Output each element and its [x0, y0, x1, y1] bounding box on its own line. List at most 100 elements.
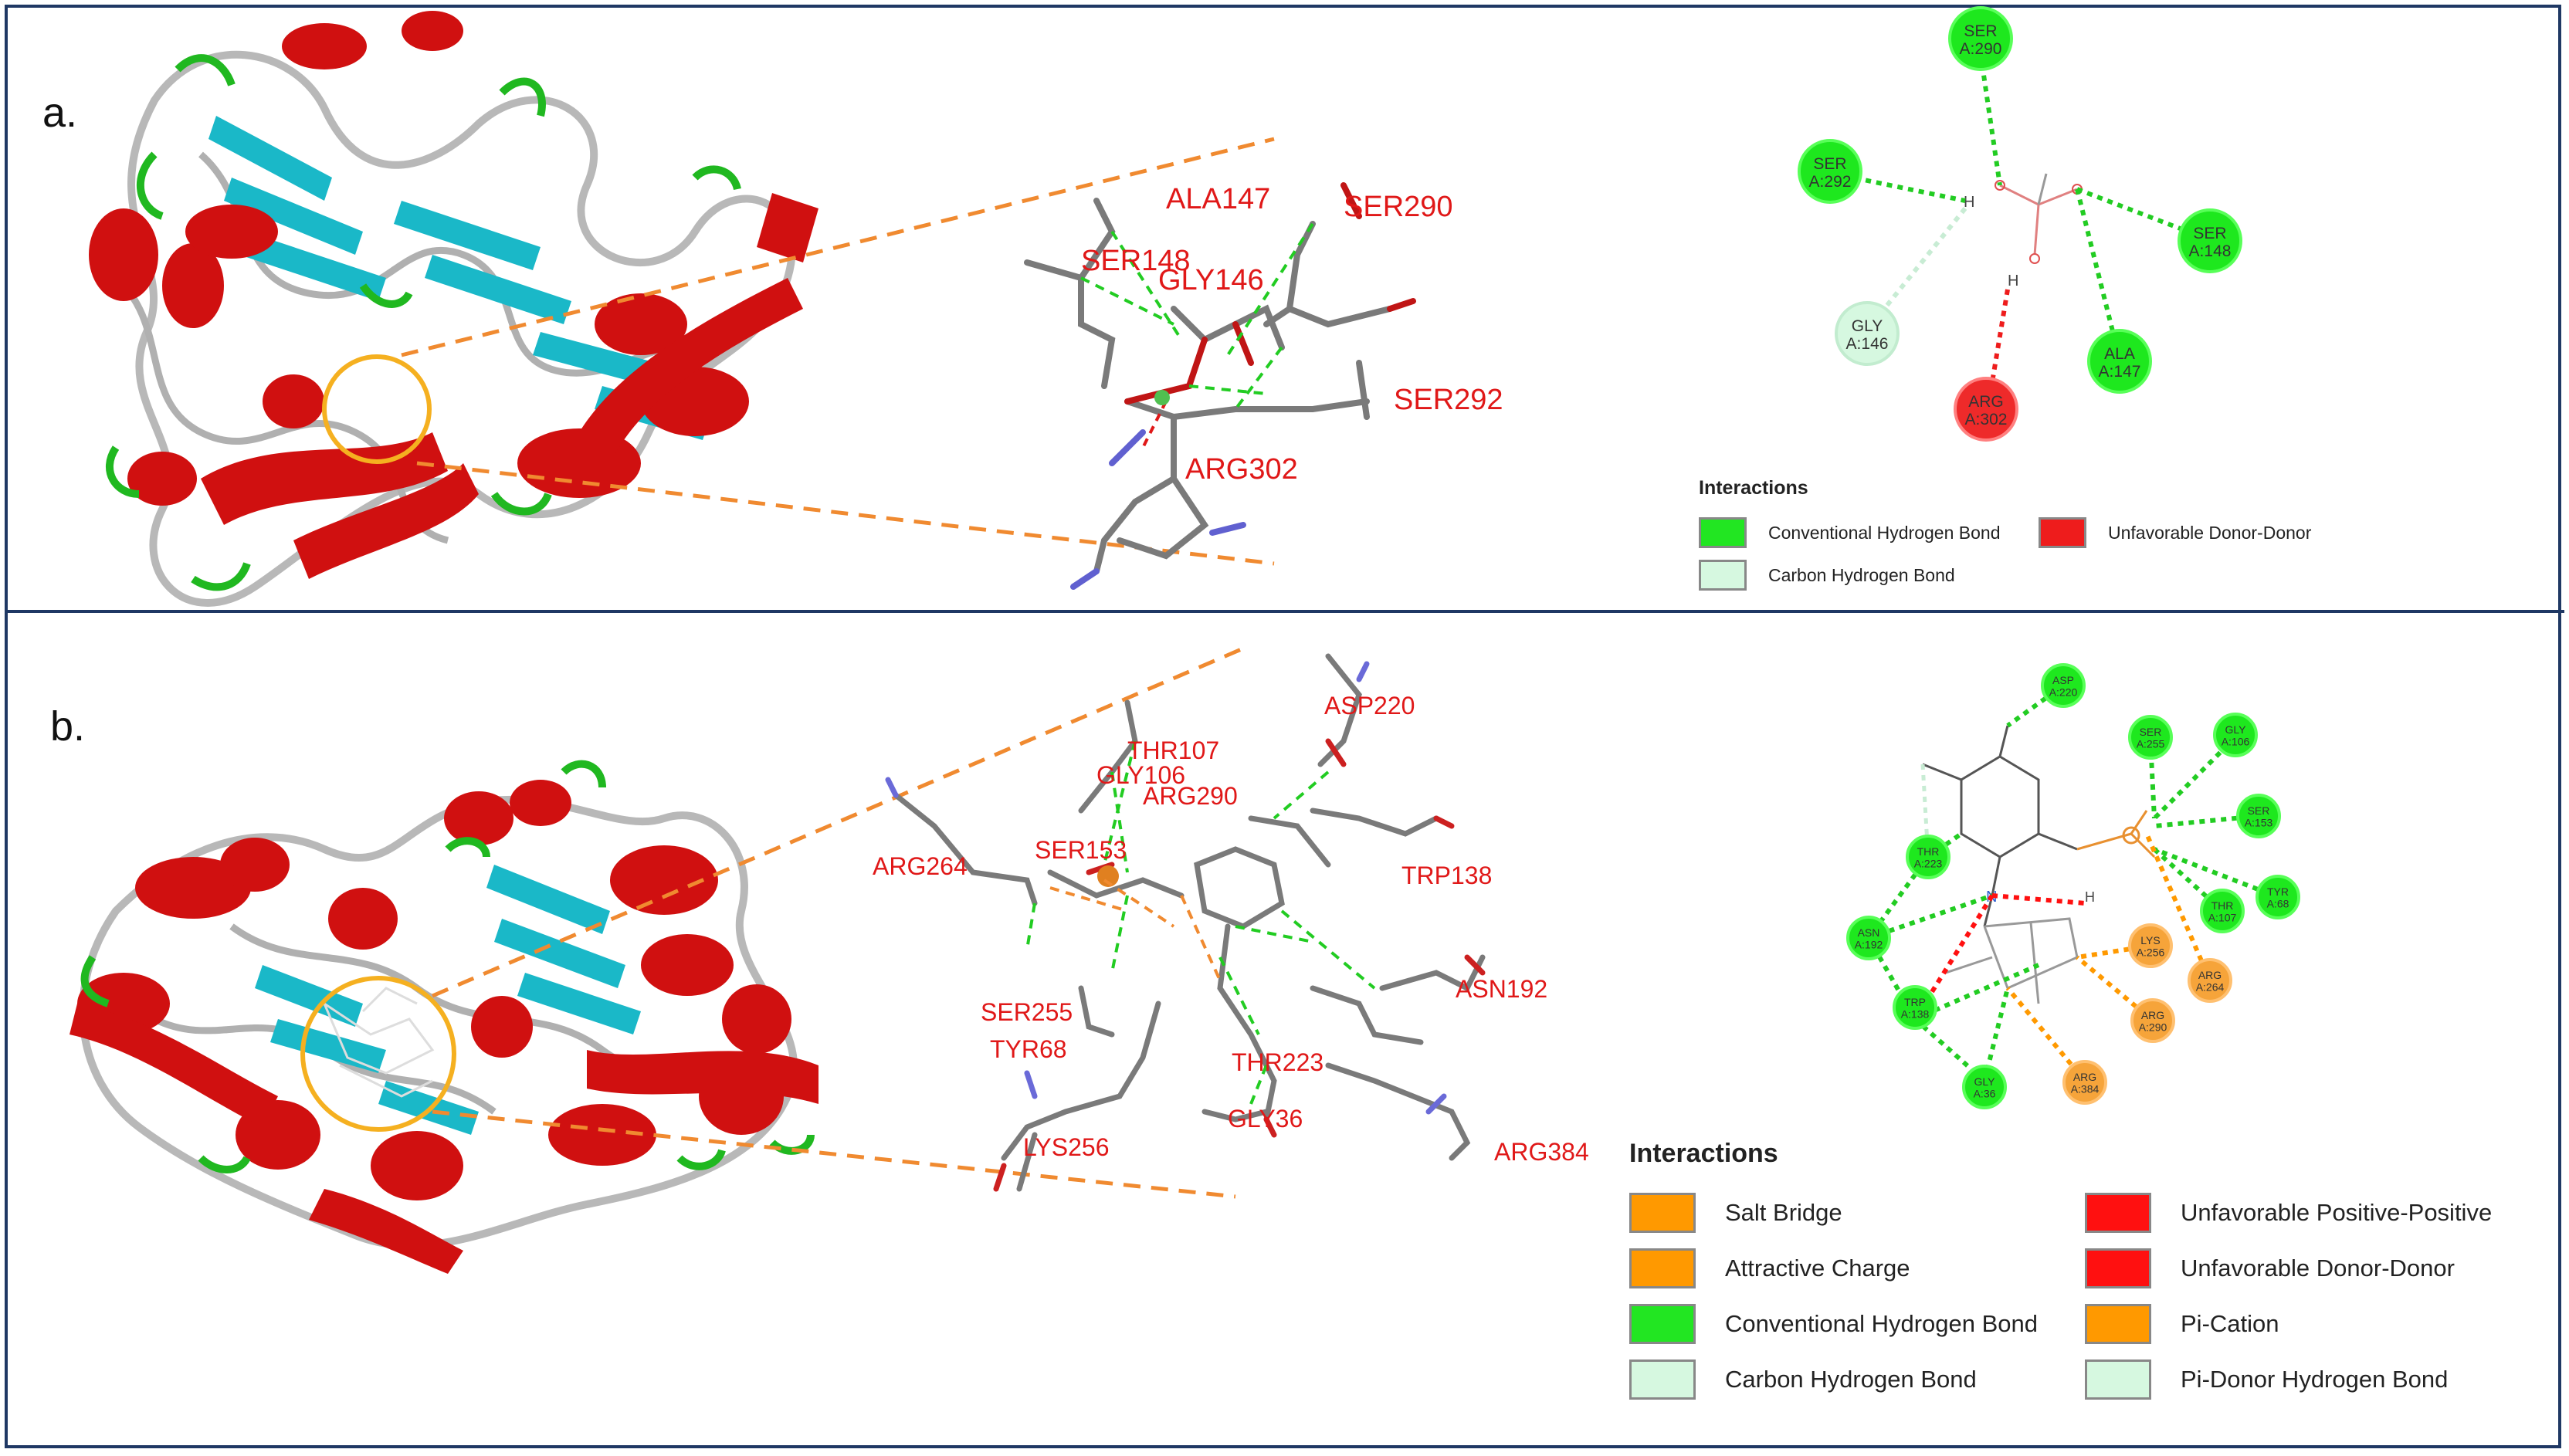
residue-node-circle — [2236, 794, 2281, 838]
panel-b-res-gly36: GLY36 — [1228, 1105, 1303, 1133]
panel-b-res-thr107: THR107 — [1127, 736, 1219, 764]
panel-a-2d-diagram: H H SERA:290SERA:292SERA:148GLYA:146ALAA… — [1798, 6, 2242, 442]
residue-id: A:148 — [2189, 242, 2232, 260]
residue-name: ASN — [1858, 926, 1880, 939]
residue-node-circle — [1954, 377, 2018, 442]
panel-b-res-arg264: ARG264 — [873, 852, 968, 880]
residue-id: A:153 — [2245, 816, 2273, 828]
panel-b-protein-ribbon — [69, 760, 818, 1274]
residue-node-circle — [1835, 301, 1900, 366]
panel-a-res-ala147: ALA147 — [1166, 183, 1270, 215]
legend-swatch — [2085, 1248, 2151, 1288]
panel-b-stick-model — [893, 653, 1486, 1192]
residue-name: GLY — [1852, 317, 1883, 335]
residue-id: A:36 — [1974, 1087, 1996, 1099]
residue-node-circle — [2087, 329, 2152, 394]
panel-b-legend-salt-bridge: Salt Bridge — [1629, 1193, 1842, 1233]
residue-id: A:220 — [2049, 686, 2078, 698]
residue-node-circle — [2062, 1060, 2107, 1105]
residue-node-circle — [1906, 835, 1950, 879]
panel-b-res-tyr68: TYR68 — [990, 1035, 1067, 1063]
residue-node-circle — [2041, 663, 2086, 708]
residue-name: ASP — [2052, 674, 2074, 686]
panel-a-binding-site-circle — [322, 354, 432, 464]
panel-a-zoom-lines — [401, 137, 1275, 566]
panel-b-legend-conventional-hbond: Conventional Hydrogen Bond — [1629, 1304, 2038, 1344]
residue-name: ARG — [1968, 393, 2004, 411]
residue-node-circle — [1962, 1065, 2007, 1109]
residue-id: A:264 — [2196, 980, 2225, 993]
residue-id: A:192 — [1855, 938, 1883, 950]
panel-b-res-trp138: TRP138 — [1401, 862, 1492, 889]
panel-b-legend-pi-donor-hbond: Pi-Donor Hydrogen Bond — [2085, 1359, 2448, 1400]
panel-a-res-ser290: SER290 — [1344, 191, 1453, 223]
panel-b-res-asp220: ASP220 — [1324, 692, 1415, 720]
residue-name: LYS — [2140, 934, 2160, 946]
panel-b-res-gly106: GLY106 — [1096, 761, 1185, 789]
legend-swatch — [1629, 1248, 1696, 1288]
legend-swatch — [2085, 1359, 2151, 1400]
residue-id: A:107 — [2208, 911, 2237, 923]
legend-swatch — [1629, 1304, 1696, 1344]
residue-node-circle — [2188, 958, 2232, 1003]
panel-a-legend-unfavorable-donor-donor: Unfavorable Donor-Donor — [2039, 517, 2311, 548]
residue-node-circle — [2128, 923, 2173, 968]
panel-a-protein-ribbon — [89, 11, 818, 607]
residue-id: A:223 — [1914, 857, 1943, 869]
panel-b-res-arg384: ARG384 — [1494, 1138, 1589, 1166]
panel-b-legend-pi-cation: Pi-Cation — [2085, 1304, 2279, 1344]
panel-a-res-ser292: SER292 — [1394, 384, 1503, 416]
panel-a-legend-carbon-hbond: Carbon Hydrogen Bond — [1699, 560, 1955, 591]
panel-a-res-ser148: SER148 — [1081, 245, 1191, 277]
svg-text:H: H — [2085, 889, 2095, 905]
figure-frame — [5, 5, 2561, 1448]
residue-node-circle — [2213, 713, 2258, 757]
panel-b-legend-attractive-charge: Attractive Charge — [1629, 1248, 1910, 1288]
residue-node-circle — [2130, 998, 2175, 1043]
panel-b-binding-site-circle — [300, 976, 456, 1132]
residue-id: A:290 — [2139, 1021, 2167, 1033]
panel-a-stick-model — [1024, 198, 1393, 574]
panel-b-legend-unfavorable-donor-donor: Unfavorable Donor-Donor — [2085, 1248, 2455, 1288]
residue-id: A:138 — [1901, 1007, 1930, 1020]
panel-a-res-arg302: ARG302 — [1185, 453, 1298, 486]
residue-id: A:290 — [1960, 40, 2002, 58]
residue-name: TYR — [2267, 885, 2289, 898]
panel-b-res-asn192: ASN192 — [1456, 975, 1547, 1003]
residue-id: A:256 — [2137, 946, 2165, 958]
residue-node-circle — [2256, 875, 2300, 919]
svg-text:H: H — [2008, 273, 2018, 290]
residue-name: TRP — [1904, 996, 1926, 1008]
residue-id: A:302 — [1965, 411, 2008, 428]
panel-b-res-thr223: THR223 — [1232, 1048, 1323, 1076]
panel-b-legend-carbon-hbond: Carbon Hydrogen Bond — [1629, 1359, 1977, 1400]
panel-b-zoom-lines — [432, 646, 1244, 1199]
legend-swatch — [2085, 1193, 2151, 1233]
residue-node-circle — [1846, 916, 1891, 960]
legend-swatch — [1629, 1193, 1696, 1233]
residue-name: SER — [2248, 804, 2270, 817]
residue-name: SER — [1964, 22, 1997, 40]
residue-id: A:68 — [2267, 897, 2289, 909]
legend-swatch — [1629, 1359, 1696, 1400]
residue-id: A:147 — [2099, 363, 2141, 381]
residue-name: THR — [1917, 845, 1940, 858]
panel-b-legend-title: Interactions — [1629, 1139, 1778, 1168]
residue-name: ALA — [2104, 345, 2135, 363]
residue-node-circle — [2178, 208, 2242, 273]
panel-a-legend-title: Interactions — [1699, 477, 1808, 499]
legend-swatch — [2039, 517, 2086, 548]
